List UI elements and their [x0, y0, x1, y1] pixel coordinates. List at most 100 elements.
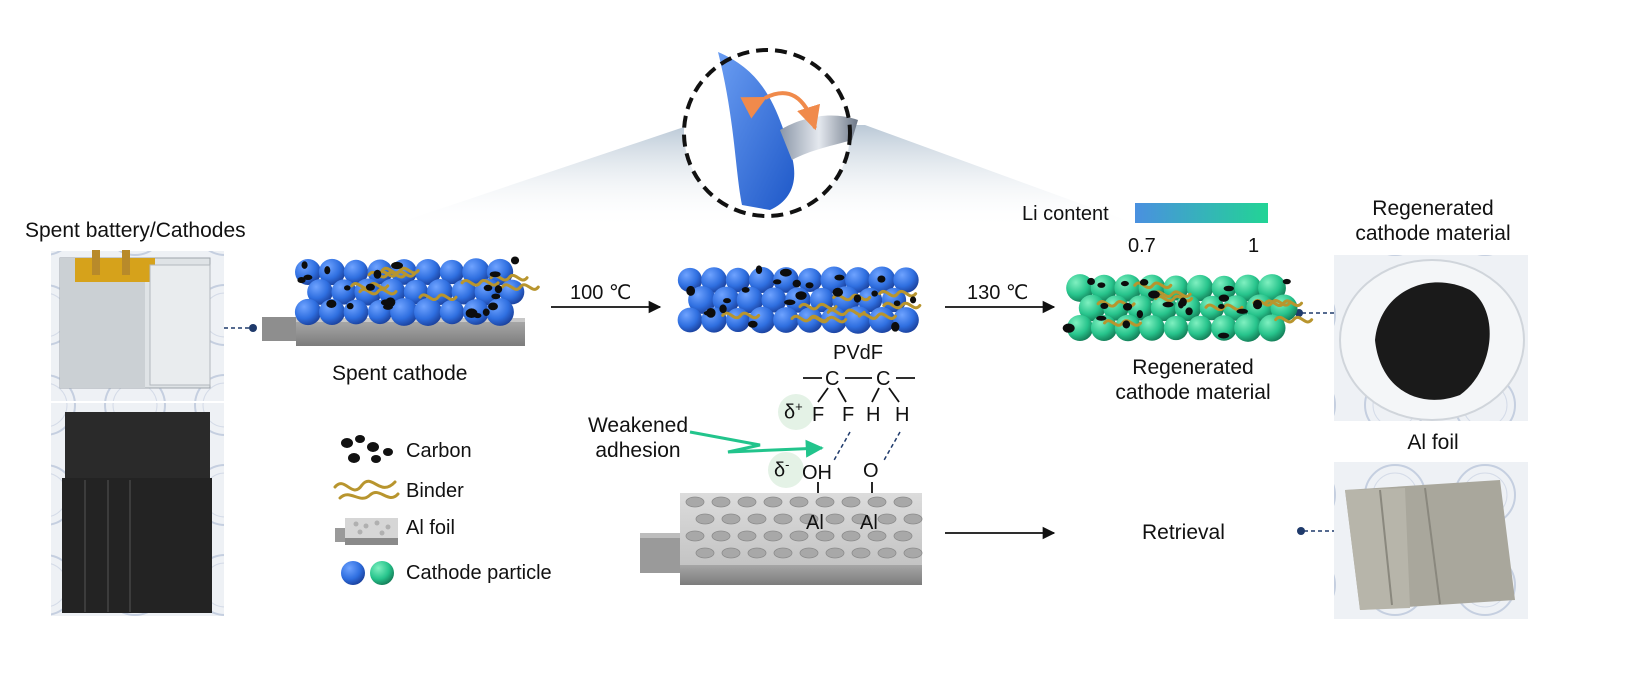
foil-pit [815, 530, 835, 542]
carbon-speck [1179, 297, 1187, 307]
interaction-arrow [740, 91, 821, 131]
carbon-speck [482, 308, 490, 317]
cathode-particle [677, 267, 703, 293]
cathode-particle [462, 258, 490, 286]
al-foil-photo [1334, 462, 1528, 619]
carbon-speck [365, 283, 375, 291]
li-content-label: Li content [1022, 203, 1109, 225]
carbon-speck [303, 274, 313, 280]
foil-pit [773, 547, 793, 559]
cathode-particle [761, 287, 787, 313]
carbon-speck [1139, 279, 1149, 286]
hydrogen-atom-1: H [866, 404, 881, 426]
regenerated-cathode-block [1062, 274, 1314, 342]
spent-cathode-sheets-photo [51, 403, 224, 616]
cathode-particle [1090, 274, 1118, 302]
binder-strand [1133, 281, 1173, 290]
foil-pit [903, 513, 923, 525]
cathode-particle [1114, 274, 1142, 302]
cathode-particle [486, 298, 514, 326]
cathode-particle [1139, 315, 1165, 341]
binder-strand [1152, 290, 1192, 298]
cathode-particle [1258, 274, 1286, 302]
cathode-particle [725, 307, 751, 333]
carbon-speck [326, 299, 337, 308]
foil-pit [851, 547, 871, 559]
foil-pit [737, 496, 757, 508]
li-content-colorbar [1135, 203, 1268, 223]
cathode-particle [439, 299, 465, 325]
foil-pit [815, 496, 835, 508]
al-foil-plate [640, 493, 923, 585]
regenerated-cathode-label: Regenerated cathode material [1115, 356, 1271, 405]
carbon-speck [1252, 299, 1263, 310]
cathode-particle [820, 266, 848, 294]
foil-pit [877, 547, 897, 559]
foil-pit [685, 496, 705, 508]
spent-cathode-label: Spent cathode [332, 362, 468, 385]
cathode-particle [414, 298, 442, 326]
cathode-particle [1066, 314, 1094, 342]
foil-pit [721, 513, 741, 525]
carbon-speck [748, 320, 758, 328]
binder-sheet [718, 52, 795, 210]
carbon-speck [510, 256, 520, 265]
cathode-particle [893, 307, 919, 333]
carbon-atom-1: C [825, 368, 840, 390]
carbon-atom-2: C [876, 368, 891, 390]
cathode-particle [725, 267, 751, 293]
cathode-particle [1199, 295, 1225, 321]
foil-pit [747, 547, 767, 559]
carbon-speck [1282, 278, 1291, 285]
al-foil-photo-title: Al foil [1407, 431, 1459, 454]
heated-cathode-block [677, 265, 922, 334]
cathode-particle [1211, 315, 1237, 341]
cathode-particle [343, 299, 369, 325]
carbon-speck [1096, 315, 1107, 321]
foil-pit [737, 530, 757, 542]
carbon-speck [1185, 307, 1193, 316]
legend-cathode-particle-label: Cathode particle [406, 562, 552, 584]
binder-strand [418, 293, 458, 301]
foil-pit [773, 513, 793, 525]
li-content-max: 1 [1248, 235, 1260, 257]
foil-pit [763, 496, 783, 508]
carbon-speck [779, 268, 792, 277]
binder-strand [808, 315, 848, 324]
cathode-particle [736, 286, 764, 314]
cathode-particle [1127, 295, 1153, 321]
cathode-particle [1186, 274, 1214, 302]
cathode-particle [701, 267, 727, 293]
carbon-speck [706, 307, 716, 318]
cathode-particle [797, 267, 823, 293]
cathode-particle [1234, 314, 1262, 342]
cathode-particle [893, 267, 919, 293]
li-content-min: 0.7 [1128, 235, 1156, 257]
oxygen-atom: O [863, 460, 879, 482]
delta-plus-symbol: δ+ [784, 399, 803, 425]
carbon-speck [834, 274, 845, 281]
cathode-particle [688, 286, 716, 314]
carbon-speck [909, 296, 917, 304]
delta-plus-halo [778, 394, 814, 430]
retrieval-label: Retrieval [1142, 521, 1225, 544]
carbon-speck [1217, 332, 1230, 339]
cathode-particle [773, 307, 799, 333]
carbon-speck [1122, 320, 1131, 329]
carbon-speck [1162, 301, 1174, 308]
carbon-speck [324, 266, 331, 275]
carbon-speck [1062, 323, 1075, 333]
binder-strand [460, 279, 500, 287]
foil-pit [851, 513, 871, 525]
legend-al-foil-icon [335, 518, 398, 545]
foil-pit [695, 547, 715, 559]
foil-pit [825, 513, 845, 525]
delta-plus-sign: + [795, 399, 803, 414]
binder-strand [857, 312, 897, 320]
legend-al-foil-label: Al foil [406, 517, 455, 539]
spent-battery-title: Spent battery/Cathodes [25, 219, 246, 242]
carbon-speck [297, 277, 306, 284]
carbon-speck [1236, 308, 1248, 314]
foil-pit [685, 530, 705, 542]
